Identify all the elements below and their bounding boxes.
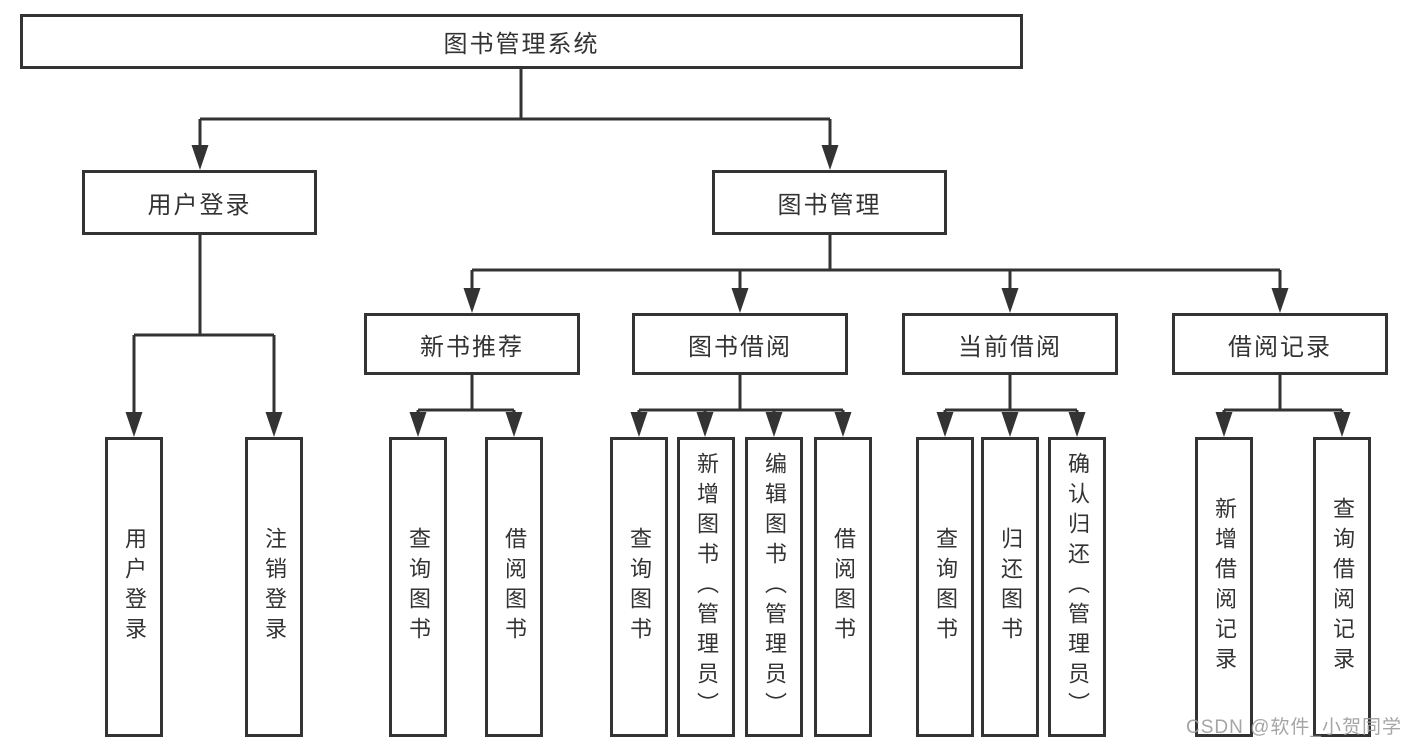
node-label: 用户登录: [147, 192, 252, 219]
node-new-book-recommend: 新书推荐: [364, 313, 580, 375]
node-label: 注销登录: [262, 527, 287, 647]
node-leaf-query-borrow-record: 查询借阅记录: [1313, 437, 1371, 737]
node-label: 编辑图书（管理员）: [762, 452, 787, 722]
node-label: 图书管理: [777, 192, 882, 219]
node-leaf-user-login: 用户登录: [105, 437, 163, 737]
node-borrowing-records: 借阅记录: [1172, 313, 1388, 375]
node-leaf-logout: 注销登录: [245, 437, 303, 737]
node-leaf-current-query-books: 查询图书: [916, 437, 974, 737]
node-label: 新书推荐: [420, 333, 524, 361]
node-leaf-recommend-borrow-books: 借阅图书: [485, 437, 543, 737]
node-label: 借阅图书: [502, 527, 527, 647]
node-label: 当前借阅: [958, 333, 1062, 361]
node-book-borrowing: 图书借阅: [632, 313, 848, 375]
node-leaf-borrow-books: 借阅图书: [814, 437, 872, 737]
node-label: 查询图书: [933, 527, 958, 647]
node-label: 查询图书: [406, 527, 431, 647]
node-book-management: 图书管理: [712, 170, 947, 235]
node-leaf-borrow-query-books: 查询图书: [610, 437, 668, 737]
node-label: 图书管理系统: [443, 31, 600, 58]
node-library-system: 图书管理系统: [20, 14, 1023, 69]
node-label: 图书借阅: [688, 333, 792, 361]
node-leaf-recommend-query-books: 查询图书: [389, 437, 447, 737]
node-label: 查询借阅记录: [1330, 497, 1355, 677]
node-leaf-confirm-return-admin: 确认归还（管理员）: [1048, 437, 1106, 737]
node-leaf-add-books-admin: 新增图书（管理员）: [677, 437, 735, 737]
node-label: 用户登录: [122, 527, 147, 647]
node-leaf-return-books: 归还图书: [981, 437, 1039, 737]
node-current-borrowing: 当前借阅: [902, 313, 1118, 375]
node-label: 新增图书（管理员）: [694, 452, 719, 722]
node-label: 借阅记录: [1228, 333, 1332, 361]
node-leaf-add-borrow-record: 新增借阅记录: [1195, 437, 1253, 737]
watermark-credit: CSDN @软件_小贺同学: [1186, 717, 1402, 738]
node-label: 确认归还（管理员）: [1065, 452, 1090, 722]
node-leaf-edit-books-admin: 编辑图书（管理员）: [745, 437, 803, 737]
node-label: 新增借阅记录: [1212, 497, 1237, 677]
node-label: 查询图书: [627, 527, 652, 647]
node-user-login: 用户登录: [82, 170, 317, 235]
node-label: 借阅图书: [831, 527, 856, 647]
node-label: 归还图书: [998, 527, 1023, 647]
